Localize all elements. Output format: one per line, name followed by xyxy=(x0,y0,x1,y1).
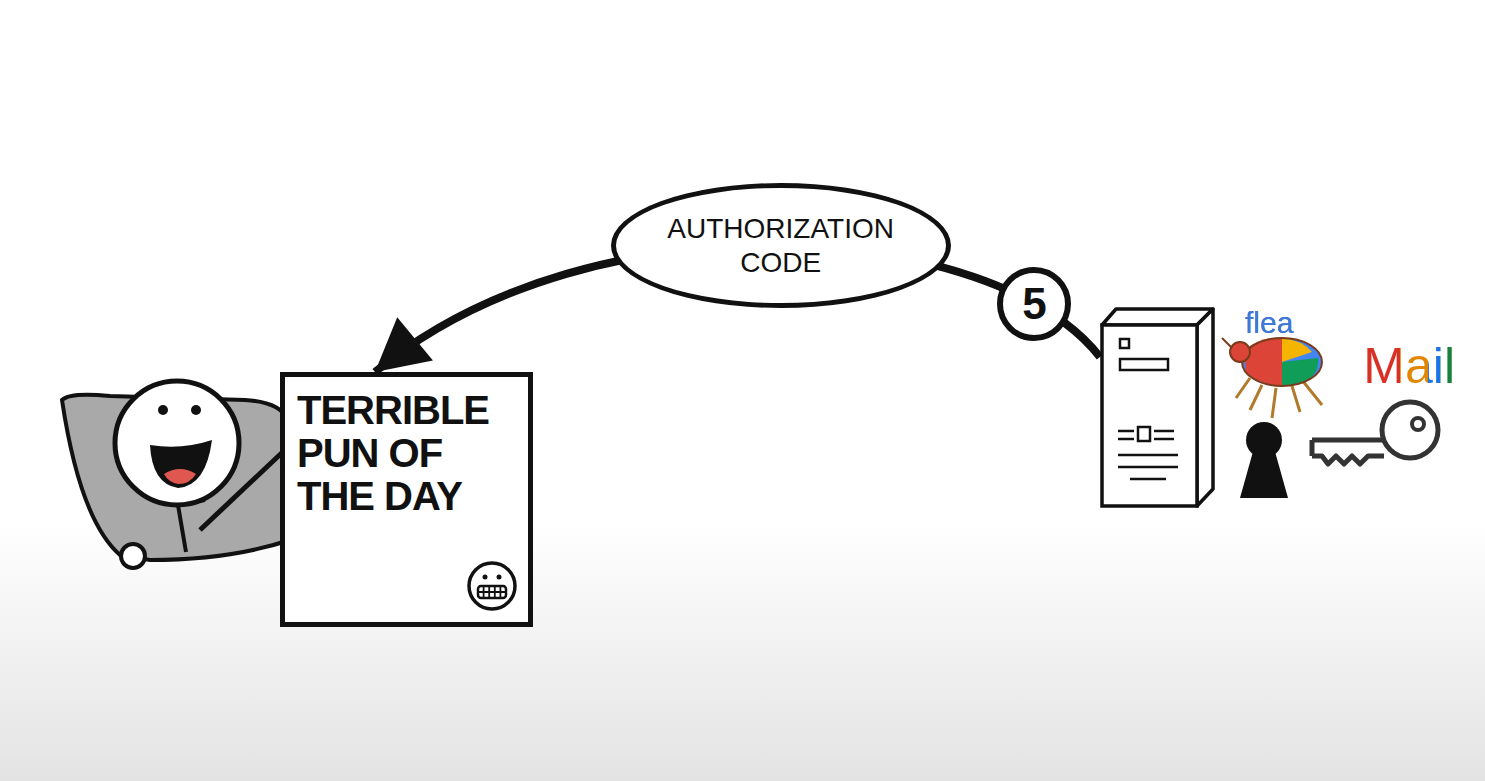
key-icon xyxy=(1312,402,1438,464)
server-icon xyxy=(1100,307,1215,508)
grimace-face xyxy=(466,560,518,612)
sign-board: TERRIBLE PUN OF THE DAY xyxy=(280,372,533,627)
keyhole-icon xyxy=(1240,422,1288,498)
mail-server: flea Mail xyxy=(1100,307,1215,508)
callout-number: 5 xyxy=(997,267,1071,341)
sign-text: TERRIBLE PUN OF THE DAY xyxy=(297,389,520,519)
brand-logo: flea Mail xyxy=(1245,291,1455,391)
arrow-head xyxy=(375,317,433,372)
person-figure xyxy=(62,381,303,568)
edge-label: AUTHORIZATION CODE xyxy=(611,183,951,308)
